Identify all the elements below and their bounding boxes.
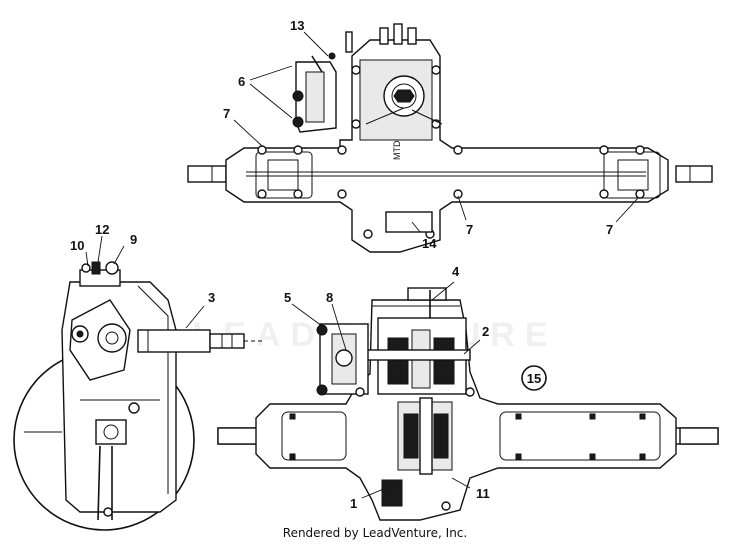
callout-8: 8: [326, 290, 333, 305]
leader-lines: [85, 31, 639, 499]
callout-6: 6: [238, 74, 245, 89]
callout-11: 11: [476, 486, 490, 501]
pulley-side-view: [13, 261, 262, 531]
callout-15: 15: [527, 371, 541, 386]
transaxle-top-view: MTD: [187, 23, 713, 253]
callout-9: 9: [130, 232, 137, 247]
callout-10: 10: [70, 238, 84, 253]
watermark: LEADVENTURE: [0, 316, 750, 355]
callout-7-center: 7: [466, 222, 473, 237]
housing-mark-text: MTD: [392, 140, 402, 160]
callout-1: 1: [350, 496, 357, 511]
callout-7-left: 7: [223, 106, 230, 121]
transaxle-section-view: [217, 287, 719, 521]
callout-labels: 13 6 7 7 7 14 10 12 9 3 5 8 4 2 1 11 15: [70, 18, 613, 511]
callout-7-right: 7: [606, 222, 613, 237]
credit-footer: Rendered by LeadVenture, Inc.: [282, 526, 468, 540]
callout-15-circle: [521, 365, 547, 391]
callout-13: 13: [290, 18, 304, 33]
callout-4: 4: [452, 264, 460, 279]
callout-2: 2: [482, 324, 489, 339]
callout-5: 5: [284, 290, 291, 305]
callout-12: 12: [95, 222, 109, 237]
callout-3: 3: [208, 290, 215, 305]
callout-14: 14: [422, 236, 437, 251]
